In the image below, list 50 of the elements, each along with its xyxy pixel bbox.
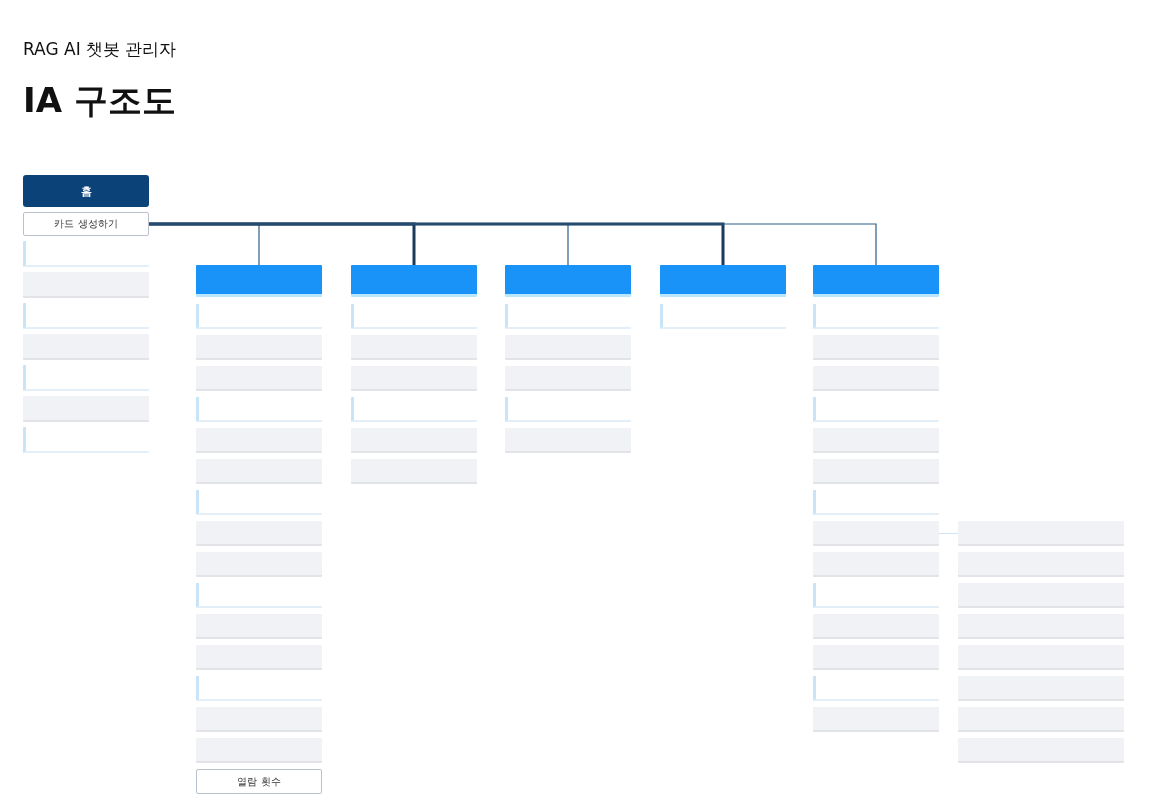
- menu-box: [196, 459, 322, 484]
- menu-box: [351, 335, 477, 360]
- menu-box: [958, 738, 1124, 763]
- menu-box: [196, 335, 322, 360]
- subtitle: RAG AI 챗봇 관리자: [23, 38, 177, 61]
- menu-box: [958, 583, 1124, 608]
- page-title: IA 구조도: [23, 79, 176, 122]
- menu-box: 카드 생성하기: [23, 212, 149, 236]
- menu-box: [351, 366, 477, 391]
- menu-box: [23, 334, 149, 360]
- menu-box: [505, 366, 631, 391]
- home-box: 홈: [23, 175, 149, 207]
- menu-box: [196, 366, 322, 391]
- column-header: [660, 265, 786, 297]
- connector-line: [938, 532, 959, 535]
- menu-box: [23, 272, 149, 298]
- menu-box: [505, 335, 631, 360]
- column-header: [505, 265, 631, 297]
- menu-box: [813, 645, 939, 670]
- menu-box: [813, 459, 939, 484]
- menu-box: [813, 428, 939, 453]
- menu-box: [196, 645, 322, 670]
- menu-box: [196, 707, 322, 732]
- menu-box: [958, 614, 1124, 639]
- menu-box: [813, 521, 939, 546]
- menu-box: [813, 335, 939, 360]
- column-header: [196, 265, 322, 297]
- menu-box: [813, 366, 939, 391]
- menu-box: [958, 552, 1124, 577]
- connector-line: [148, 223, 877, 266]
- menu-box: [813, 707, 939, 732]
- menu-box: [958, 707, 1124, 732]
- menu-box: [196, 552, 322, 577]
- menu-box: [958, 645, 1124, 670]
- connector-line: [149, 222, 725, 265]
- menu-box: [196, 738, 322, 763]
- menu-box: [23, 396, 149, 422]
- menu-box: [813, 614, 939, 639]
- menu-box: [813, 552, 939, 577]
- menu-box: [351, 428, 477, 453]
- column-header: [813, 265, 939, 297]
- menu-box: [196, 521, 322, 546]
- column-header: [351, 265, 477, 297]
- menu-box: [351, 459, 477, 484]
- menu-box: [958, 521, 1124, 546]
- menu-box: [958, 676, 1124, 701]
- menu-box: [196, 614, 322, 639]
- menu-box: 열람 횟수: [196, 769, 322, 794]
- menu-box: [196, 428, 322, 453]
- menu-box: [505, 428, 631, 453]
